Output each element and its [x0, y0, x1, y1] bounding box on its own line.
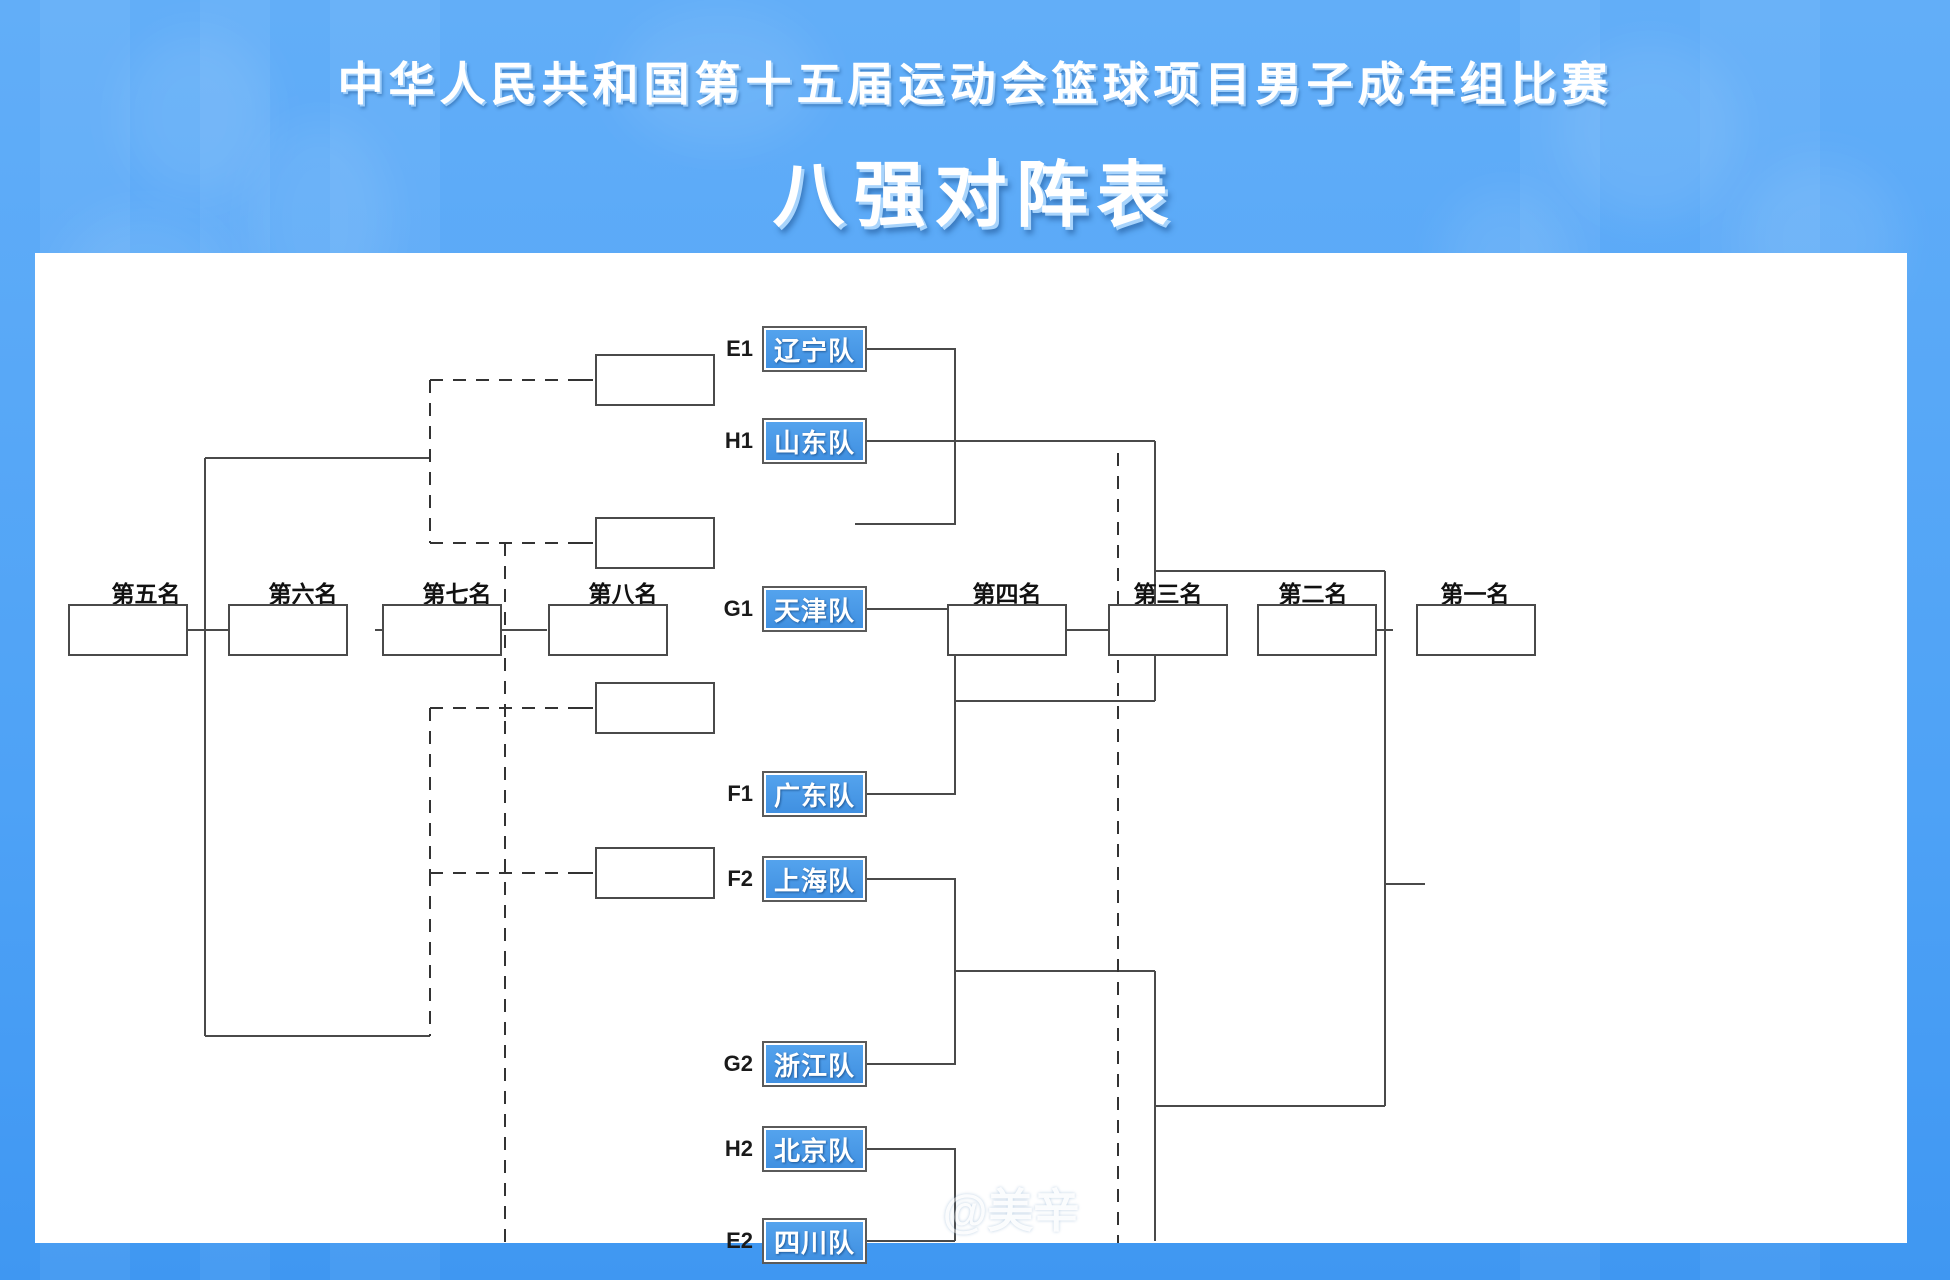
team-box[interactable]: 山东队 — [762, 418, 867, 464]
rank-label-eighth: 第八名 — [588, 581, 658, 607]
team-name: 广东队 — [773, 780, 855, 811]
seed-label: G1 — [723, 596, 753, 621]
seed-label: F2 — [727, 866, 753, 891]
rank-slot-second[interactable] — [1257, 604, 1377, 656]
rank-label-seventh: 第七名 — [422, 581, 492, 607]
team-name: 浙江队 — [773, 1050, 855, 1081]
consolation-slot[interactable] — [595, 517, 715, 569]
rank-label-second: 第二名 — [1278, 581, 1348, 607]
rank-label-sixth: 第六名 — [268, 581, 338, 607]
team-box[interactable]: 北京队 — [762, 1126, 867, 1172]
team-box[interactable]: 广东队 — [762, 771, 867, 817]
seed-label: H2 — [724, 1136, 753, 1161]
consolation-slot[interactable] — [595, 847, 715, 899]
team-name: 上海队 — [773, 865, 855, 896]
seed-label: E1 — [726, 336, 753, 361]
rank-slot-fourth[interactable] — [947, 604, 1067, 656]
rank-slot-seventh[interactable] — [382, 604, 502, 656]
team-box[interactable]: 四川队 — [762, 1218, 867, 1264]
rank-slot-fifth[interactable] — [68, 604, 188, 656]
rank-slot-third[interactable] — [1108, 604, 1228, 656]
bracket-connectors — [183, 347, 1425, 1243]
team-name: 四川队 — [773, 1227, 855, 1258]
rank-label-fourth: 第四名 — [972, 581, 1042, 607]
team-name: 辽宁队 — [773, 335, 855, 366]
page-title: 中华人民共和国第十五届运动会篮球项目男子成年组比赛 — [337, 58, 1613, 110]
seed-label: H1 — [724, 428, 753, 453]
consolation-slot[interactable] — [595, 682, 715, 734]
bg-blob — [620, 10, 820, 150]
team-box[interactable]: 上海队 — [762, 856, 867, 902]
team-box[interactable]: 天津队 — [762, 586, 867, 632]
seed-label: E2 — [726, 1228, 753, 1253]
rank-slot-first[interactable] — [1416, 604, 1536, 656]
team-name: 天津队 — [773, 595, 855, 626]
consolation-slot[interactable] — [595, 354, 715, 406]
page-subtitle: 八强对阵表 — [772, 156, 1178, 236]
rank-slot-sixth[interactable] — [228, 604, 348, 656]
team-name: 山东队 — [773, 427, 855, 458]
bracket-panel: E1 辽宁队 H1 山东队 G1 天津队 F1 广东队 F2 上海队 G2 浙江… — [35, 253, 1907, 1264]
seed-label: F1 — [727, 781, 753, 806]
team-box[interactable]: 浙江队 — [762, 1041, 867, 1087]
bracket-diagram: E1 辽宁队 H1 山东队 G1 天津队 F1 广东队 F2 上海队 G2 浙江… — [35, 253, 1907, 1264]
team-name: 北京队 — [773, 1135, 855, 1166]
bg-blob — [120, 30, 270, 200]
bg-blob — [1560, 40, 1740, 220]
team-box[interactable]: 辽宁队 — [762, 326, 867, 372]
rank-label-fifth: 第五名 — [111, 581, 181, 607]
rank-slot-eighth[interactable] — [548, 604, 668, 656]
seed-label: G2 — [723, 1051, 753, 1076]
page-header: 中华人民共和国第十五届运动会篮球项目男子成年组比赛 八强对阵表 — [0, 0, 1950, 250]
rank-label-third: 第三名 — [1133, 581, 1203, 607]
rank-label-first: 第一名 — [1440, 581, 1510, 607]
